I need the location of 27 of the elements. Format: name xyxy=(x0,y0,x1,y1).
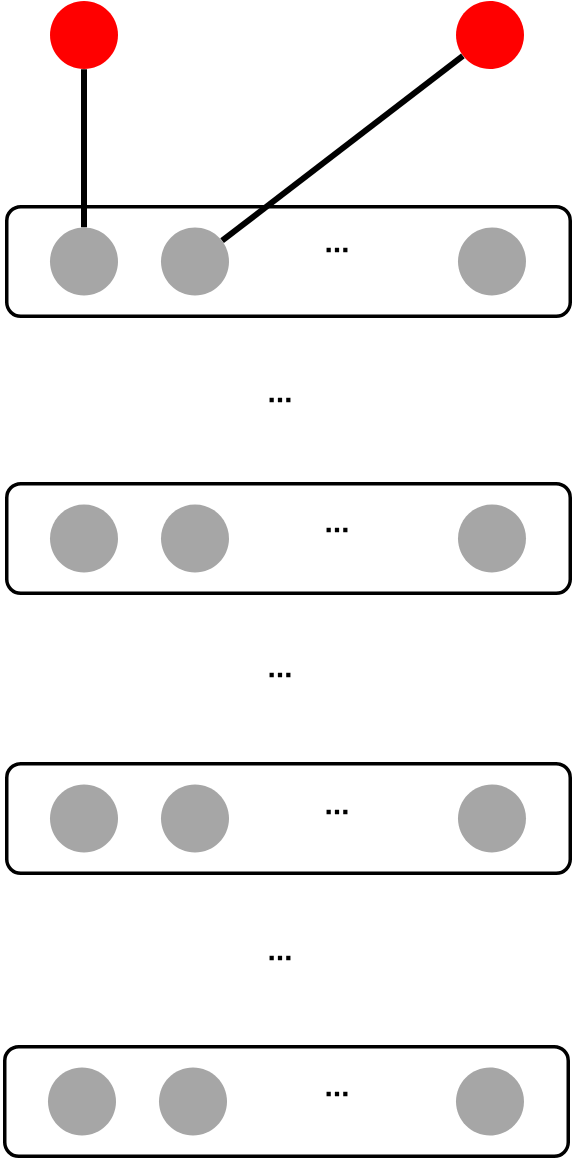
ellipsis: ... xyxy=(326,247,348,253)
panel-box xyxy=(5,762,572,875)
ellipsis: ... xyxy=(269,397,291,403)
connection-line xyxy=(220,53,465,244)
unit-circle xyxy=(458,784,526,853)
ellipsis: ... xyxy=(326,809,348,815)
unit-circle xyxy=(50,227,118,296)
unit-circle xyxy=(161,504,229,573)
unit-circle xyxy=(161,784,229,853)
connection-line xyxy=(81,69,87,228)
panel-box xyxy=(5,205,572,318)
unit-circle xyxy=(50,784,118,853)
ellipsis: ... xyxy=(326,527,348,533)
ellipsis: ... xyxy=(269,672,291,678)
input-circle xyxy=(50,1,118,69)
ellipsis: ... xyxy=(269,955,291,961)
ellipsis: ... xyxy=(326,1091,348,1097)
unit-circle xyxy=(48,1067,116,1136)
unit-circle xyxy=(161,227,229,296)
input-circle xyxy=(456,1,524,69)
unit-circle xyxy=(456,1067,524,1136)
panel-box xyxy=(5,482,572,595)
unit-circle xyxy=(458,504,526,573)
unit-circle xyxy=(50,504,118,573)
unit-circle xyxy=(458,227,526,296)
panel-box xyxy=(3,1045,570,1158)
unit-circle xyxy=(159,1067,227,1136)
